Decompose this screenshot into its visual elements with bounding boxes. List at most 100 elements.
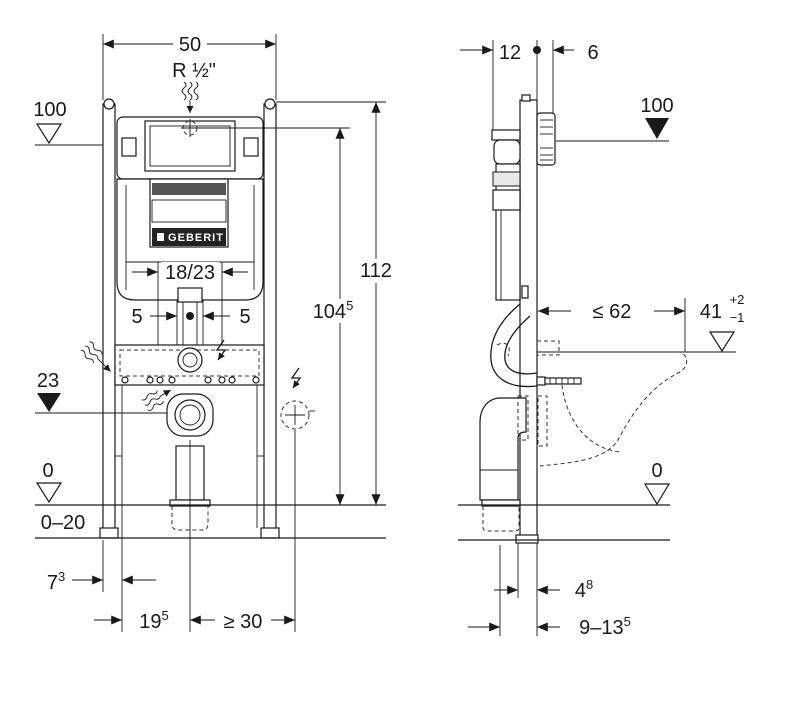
total-height-label: 112 (360, 260, 392, 282)
dim-wall-distance: 9–135 (468, 545, 631, 639)
water-supply-icon (80, 341, 111, 372)
mounting-hole (168, 376, 176, 384)
connection-spacing-label: 18/23 (165, 262, 215, 284)
dim-width: 50 (102, 32, 277, 100)
post-offset-label: 73 (47, 569, 65, 594)
frame-foot (515, 534, 539, 544)
cistern-band (492, 171, 521, 187)
bowl-projection-label: ≤ 62 (593, 301, 632, 323)
level-marker-100-side: 100 (556, 95, 674, 142)
flush-connection (177, 347, 203, 373)
dim-total-height: 112 (276, 101, 397, 506)
flush-elbow (177, 287, 203, 303)
cistern-bracket (521, 285, 529, 299)
panel-band (152, 183, 226, 195)
drain-opening (174, 399, 206, 431)
reference-dot (533, 46, 541, 54)
drain-fitting (517, 395, 529, 441)
cistern-side (491, 129, 529, 301)
drain-fitting (537, 395, 548, 447)
wall-distance-label: 9–135 (579, 614, 631, 639)
brand-logo-plate (152, 228, 226, 246)
frame-cap (521, 94, 531, 102)
level-triangle-filled (37, 393, 61, 412)
seat-height-plus-tolerance: +2 (730, 292, 745, 307)
bowl-inlet (536, 340, 560, 356)
mounting-hole (204, 376, 212, 384)
mounting-hole (252, 376, 260, 384)
clip-right (243, 137, 259, 157)
electric-icon (290, 367, 302, 389)
dim-bowl-projection: ≤ 62 (538, 298, 686, 352)
side-view: 12 6 100 (458, 40, 744, 639)
cistern-band (492, 189, 521, 211)
level-0-side-label: 0 (651, 460, 662, 482)
plate-depth-label: 6 (587, 42, 598, 64)
water-supply-icon (181, 81, 199, 113)
socket-distance-label: ≥ 30 (224, 611, 263, 633)
left-post-cap (103, 98, 115, 110)
level-100-label: 100 (33, 99, 66, 121)
frame-depth-label: 12 (499, 42, 521, 64)
bolt-rod (544, 377, 582, 385)
dim-post-offset: 73 (47, 540, 156, 632)
bolt-nut (536, 376, 546, 386)
logo-mark-icon (157, 233, 164, 241)
socket-outline (280, 400, 310, 430)
foot-offset-label: 48 (575, 577, 593, 602)
level-triangle-outline (35, 482, 63, 504)
level-0-label: 0 (42, 460, 53, 482)
level-marker-100: 100 (33, 99, 103, 146)
water-connection-label: R ½" (172, 60, 216, 82)
seat-height-minus-tolerance: −1 (730, 310, 745, 325)
seat-height-label: 41 (700, 301, 722, 323)
right-foot (260, 527, 280, 539)
level-triangle-filled (645, 118, 669, 139)
level-triangle-outline (643, 483, 671, 506)
level-marker-23: 23 (35, 370, 178, 414)
actuator-height-label: 1045 (313, 298, 354, 323)
mounting-hole (121, 376, 129, 384)
level-marker-0-side: 0 (643, 460, 671, 506)
water-supply-icon (141, 389, 172, 411)
crossbar (114, 344, 265, 386)
dim-socket-distance: ≥ 30 (190, 430, 296, 633)
cistern-valve (493, 139, 521, 165)
flush-plate-body (536, 112, 556, 166)
crossbar-inner (119, 349, 260, 377)
right-post-cap (264, 98, 276, 110)
frame (99, 98, 280, 540)
mounting-hole (228, 376, 236, 384)
drain-elbow (479, 395, 548, 532)
flush-plate (536, 112, 556, 166)
cistern: GEBERIT (116, 116, 350, 301)
drain-collar (481, 499, 521, 507)
frame-post (519, 99, 538, 541)
drain-pipe-below-floor (482, 506, 520, 532)
dim-drain-offset: 195 (94, 440, 191, 633)
floor (35, 504, 386, 539)
dim-foot-offset: 48 (494, 543, 593, 602)
cistern-top (491, 129, 521, 141)
flush-pipe-side (490, 303, 560, 388)
right-post (263, 103, 277, 533)
drain-elbow-body (479, 397, 527, 501)
bowl-inner (561, 384, 623, 453)
dim-actuator-height: 1045 (311, 128, 357, 506)
offset-right-label: 5 (239, 306, 250, 328)
electric-icon (215, 339, 227, 361)
left-foot (99, 527, 119, 539)
offset-left-label: 5 (131, 306, 142, 328)
dim-offsets: 5 5 (131, 300, 251, 346)
cistern-body (495, 163, 521, 301)
width-label: 50 (179, 34, 201, 56)
center-dot (186, 312, 194, 320)
flush-pipe (177, 287, 203, 345)
mounting-bolt (536, 376, 582, 386)
level-triangle-outline (708, 331, 736, 353)
dim-connection-spacing: 18/23 (132, 262, 248, 350)
electric-socket (280, 367, 315, 430)
mounting-hole (218, 376, 226, 384)
front-view: 50 R ½" 100 (33, 32, 397, 633)
